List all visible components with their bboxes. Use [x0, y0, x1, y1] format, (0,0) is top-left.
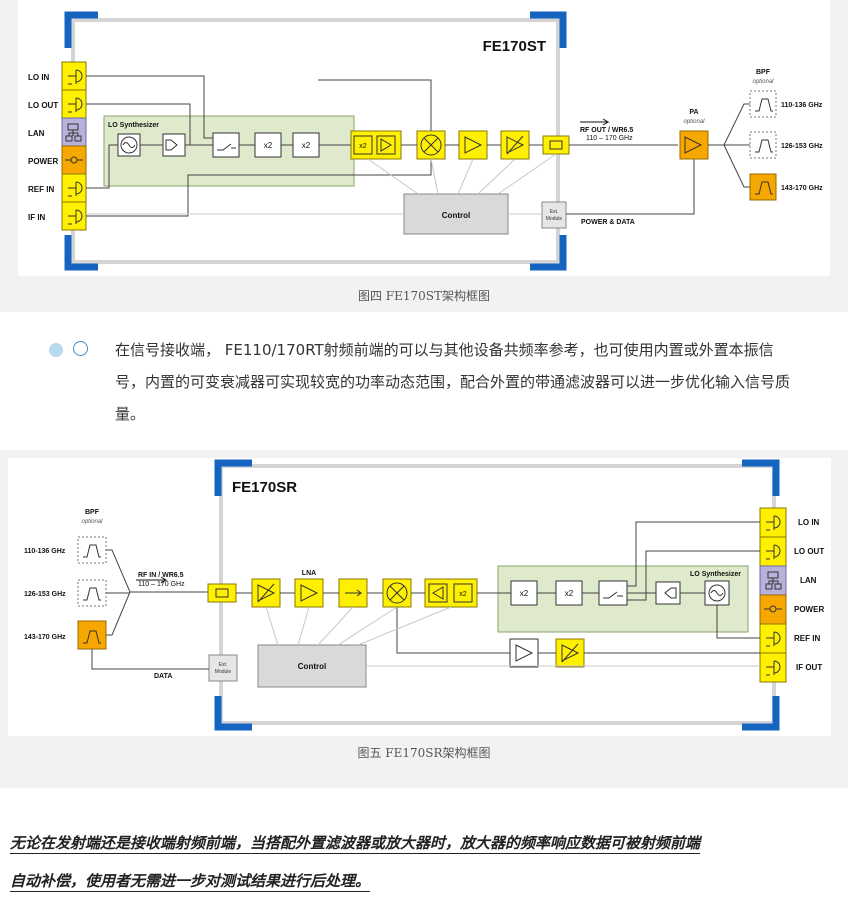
doubler-label: x2 — [264, 141, 273, 150]
doubler-label: x2 — [459, 591, 467, 598]
rf-out-label: RF OUT / WR6.5 — [580, 127, 633, 134]
lo-synthesizer-label: LO Synthesizer — [690, 571, 741, 578]
doubler-label: x2 — [359, 143, 367, 150]
port-label-power: POWER — [28, 157, 58, 166]
pa-optional: optional — [683, 119, 705, 125]
fe170st-diagram: FE170ST LO IN LO OUT LA — [18, 0, 830, 276]
waveguide-port — [207, 583, 237, 603]
ext-module-label: Module — [215, 669, 232, 675]
ext-module-label: Ext. — [550, 209, 559, 215]
bpf-filter-1 — [749, 90, 777, 118]
port-label-lan: LAN — [28, 129, 45, 138]
control-label: Control — [442, 211, 470, 220]
band-label-3: 143-170 GHz — [24, 634, 66, 641]
ext-module-box — [208, 654, 238, 682]
conclusion-text: 无论在发射端还是接收端射频前端，当搭配外置滤波器或放大器时，放大器的频率响应数据… — [10, 826, 845, 898]
switch-icon — [598, 580, 628, 606]
control-box — [257, 644, 367, 688]
bullet-circle-icon — [73, 341, 88, 356]
bpf-filter-3 — [749, 173, 777, 201]
doubler-label: x2 — [302, 141, 311, 150]
figure-panel-2: FE170SR BPF optional 110-136 GHz 126-153… — [0, 450, 848, 788]
rf-out-freq: 110 – 170 GHz — [586, 135, 633, 142]
lna-label: LNA — [302, 570, 316, 577]
model-title: FE170SR — [232, 479, 297, 496]
figure-caption-1: 图四 FE170ST架构框图 — [357, 289, 491, 303]
switch-icon — [212, 132, 240, 158]
port-label-lan: LAN — [800, 576, 817, 585]
rf-in-label: RF IN / WR6.5 — [138, 572, 184, 579]
bpf-filter-3 — [77, 620, 107, 650]
bpf-optional: optional — [752, 79, 774, 85]
bpf-optional: optional — [81, 519, 103, 525]
port-label-ref-in: REF IN — [794, 634, 820, 643]
port-label-if-out: IF OUT — [796, 663, 822, 672]
band-label-2: 126-153 GHz — [781, 143, 823, 150]
if-amplifier-icon — [509, 638, 539, 668]
waveguide-port — [542, 135, 570, 155]
bpf-filter-2 — [749, 131, 777, 159]
figure-panel-1: FE170ST LO IN LO OUT LA — [0, 0, 848, 312]
oscillator-icon — [120, 136, 138, 154]
lna-icon — [294, 578, 324, 608]
bullet-dot-icon — [49, 343, 63, 357]
ext-module-box — [541, 201, 567, 229]
port-strip: LO IN LO OUT LAN POWER REF IN IF OUT — [759, 507, 824, 683]
band-label-1: 110-136 GHz — [24, 548, 66, 555]
pa-label: PA — [689, 109, 698, 116]
conclusion-line-1: 无论在发射端还是接收端射频前端，当搭配外置滤波器或放大器时，放大器的频率响应数据… — [10, 834, 701, 852]
port-label-power: POWER — [794, 605, 824, 614]
conclusion-line-2: 自动补偿，使用者无需进一步对测试结果进行后处理。 — [10, 872, 371, 890]
doubler-label: x2 — [565, 589, 574, 598]
bpf-filter-2 — [77, 579, 107, 607]
band-label-3: 143-170 GHz — [781, 185, 823, 192]
doubler-label: x2 — [520, 589, 529, 598]
bpf-label: BPF — [85, 509, 100, 516]
oscillator-icon — [708, 584, 726, 602]
figure-caption-2: 图五 FE170SR架构框图 — [357, 746, 491, 760]
port-label-lo-in: LO IN — [28, 73, 50, 82]
model-title: FE170ST — [483, 38, 546, 55]
description-paragraph: 在信号接收端， FE110/170RT射频前端的可以与其他设备共频率参考，也可使… — [115, 341, 791, 423]
fe170sr-diagram: FE170SR BPF optional 110-136 GHz 126-153… — [8, 458, 831, 736]
amplifier-icon — [458, 130, 488, 160]
port-label-lo-in: LO IN — [798, 518, 820, 527]
port-label-ref-in: REF IN — [28, 185, 54, 194]
rf-in-freq: 110 – 170 GHz — [138, 581, 185, 588]
ext-module-label: Ext. — [219, 662, 228, 668]
data-label: DATA — [154, 673, 172, 680]
lo-synthesizer-label: LO Synthesizer — [108, 122, 159, 129]
bpf-filter-1 — [77, 536, 107, 564]
bpf-label: BPF — [756, 69, 771, 76]
power-data-label: POWER & DATA — [581, 219, 635, 226]
control-label: Control — [298, 662, 326, 671]
band-label-1: 110-136 GHz — [781, 102, 823, 109]
band-label-2: 126-153 GHz — [24, 591, 66, 598]
ext-module-label: Module — [546, 216, 563, 222]
port-label-lo-out: LO OUT — [28, 101, 58, 110]
port-label-lo-out: LO OUT — [794, 547, 824, 556]
port-label-if-in: IF IN — [28, 213, 46, 222]
port-strip: LO IN LO OUT LAN POWER REF IN IF IN — [28, 61, 87, 231]
pa-icon — [679, 130, 709, 160]
